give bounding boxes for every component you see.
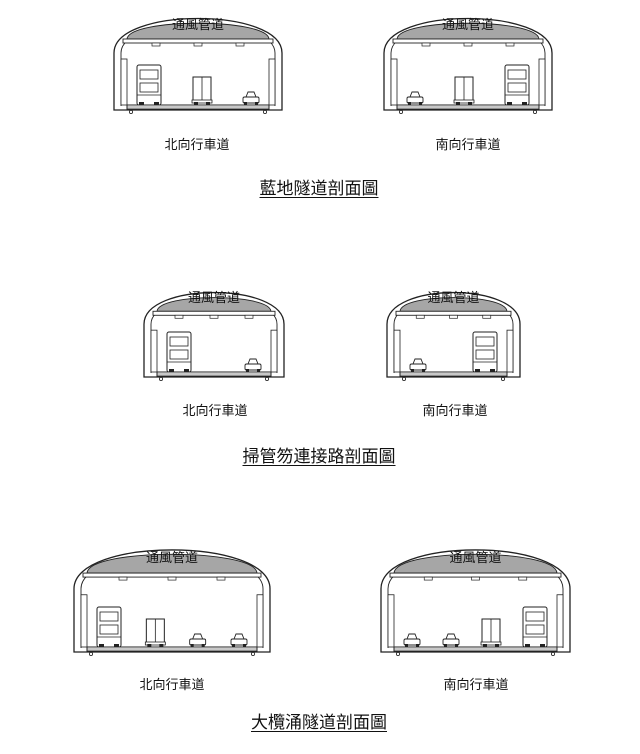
car-icon bbox=[242, 91, 260, 105]
section-title: 掃管笏連接路剖面圖 bbox=[242, 447, 396, 467]
bus-icon bbox=[504, 64, 530, 106]
tube-direction-label: 南向行車道 bbox=[435, 138, 501, 153]
car-icon bbox=[244, 358, 262, 372]
ventilation-duct-label: 通風管道 bbox=[188, 291, 240, 306]
bus-icon bbox=[166, 331, 192, 373]
car-icon bbox=[409, 358, 427, 372]
tube-direction-label: 北向行車道 bbox=[182, 404, 248, 419]
car-icon bbox=[230, 633, 248, 647]
tube-direction-label: 北向行車道 bbox=[164, 138, 230, 153]
ventilation-duct-label: 通風管道 bbox=[172, 18, 224, 33]
tunnel-tube: 通風管道 bbox=[380, 549, 571, 657]
section-title: 藍地隧道剖面圖 bbox=[259, 179, 379, 199]
truck-icon bbox=[480, 618, 502, 647]
tube-direction-label: 南向行車道 bbox=[443, 678, 509, 693]
bus-icon bbox=[522, 606, 548, 648]
tunnel-tube: 通風管道 bbox=[143, 291, 285, 381]
truck-icon bbox=[144, 618, 166, 647]
truck-icon bbox=[453, 76, 475, 105]
car-icon bbox=[189, 633, 207, 647]
truck-icon bbox=[191, 76, 213, 105]
car-icon bbox=[442, 633, 460, 647]
car-icon bbox=[406, 91, 424, 105]
car-icon bbox=[403, 633, 421, 647]
bus-icon bbox=[472, 331, 498, 373]
tube-direction-label: 南向行車道 bbox=[422, 404, 488, 419]
tube-direction-label: 北向行車道 bbox=[139, 678, 205, 693]
tunnel-tube: 通風管道 bbox=[383, 17, 553, 115]
bus-icon bbox=[96, 606, 122, 648]
bus-icon bbox=[136, 64, 162, 106]
tunnel-tube: 通風管道 bbox=[73, 549, 271, 657]
section-title: 大欖涌隧道剖面圖 bbox=[251, 713, 387, 733]
ventilation-duct-label: 通風管道 bbox=[146, 551, 198, 566]
tunnel-tube: 通風管道 bbox=[113, 17, 283, 115]
ventilation-duct-label: 通風管道 bbox=[427, 291, 479, 306]
tunnel-tube: 通風管道 bbox=[386, 291, 521, 381]
ventilation-duct-label: 通風管道 bbox=[442, 18, 494, 33]
ventilation-duct-label: 通風管道 bbox=[449, 551, 501, 566]
